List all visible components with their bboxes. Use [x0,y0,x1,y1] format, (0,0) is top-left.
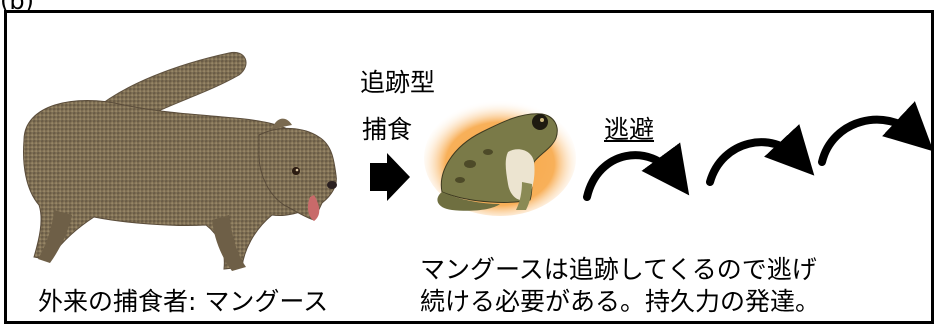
mongoose-ear [272,118,292,129]
frog-image [424,100,576,216]
frog-hind-leg [437,192,500,211]
mongoose-eye [292,167,300,175]
description-line-2: 続ける必要がある。持久力の発達。 [420,287,821,316]
mongoose-nose [327,181,337,189]
escape-label: 逃避 [604,115,655,144]
pursuit-label-top: 追跡型 [360,68,436,97]
predator-caption: 外来の捕食者: マングース [38,287,329,316]
escape-arrow-3 [818,101,934,166]
escape-arrow-1 [583,142,690,201]
pursuit-arrow [370,153,410,201]
escape-arrow-2 [706,124,815,186]
frog-front-leg [516,182,532,210]
frog-eye [532,114,548,130]
mongoose-front-leg [212,215,246,271]
mongoose-mouth [307,195,320,221]
description-line-1: マングースは追跡してくるので逃げ [420,255,817,284]
mongoose-body [23,99,329,270]
figure-frame [4,10,934,324]
mongoose-hind-leg [38,210,72,263]
pursuit-label-bottom: 捕食 [362,115,413,144]
mongoose-image [23,51,337,271]
